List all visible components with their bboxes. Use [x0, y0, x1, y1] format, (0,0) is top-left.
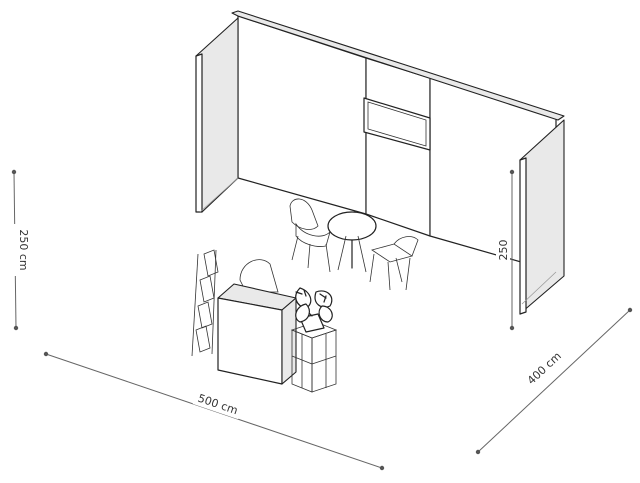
cube-shelf — [290, 321, 338, 393]
wall-screen — [363, 97, 431, 151]
brochure-rack — [191, 249, 219, 357]
floor-outline — [199, 177, 557, 305]
reception-counter — [217, 283, 297, 385]
left-side-wall — [195, 17, 239, 213]
wall-height-dimension: 250 — [496, 169, 515, 331]
height-dimension: 250 cm — [6, 169, 30, 331]
depth-dimension-label: 400 cm — [525, 350, 564, 388]
depth-dimension: 400 cm — [475, 307, 633, 455]
potted-plant — [295, 287, 333, 333]
height-dimension-label: 250 cm — [17, 229, 30, 270]
back-wall — [231, 10, 565, 273]
chair-right — [369, 236, 419, 291]
round-table — [327, 211, 377, 273]
right-side-wall — [519, 119, 565, 315]
chair-left — [289, 198, 331, 273]
width-dimension: 500 cm — [43, 351, 385, 471]
wall-height-dimension-label: 250 — [497, 240, 510, 261]
